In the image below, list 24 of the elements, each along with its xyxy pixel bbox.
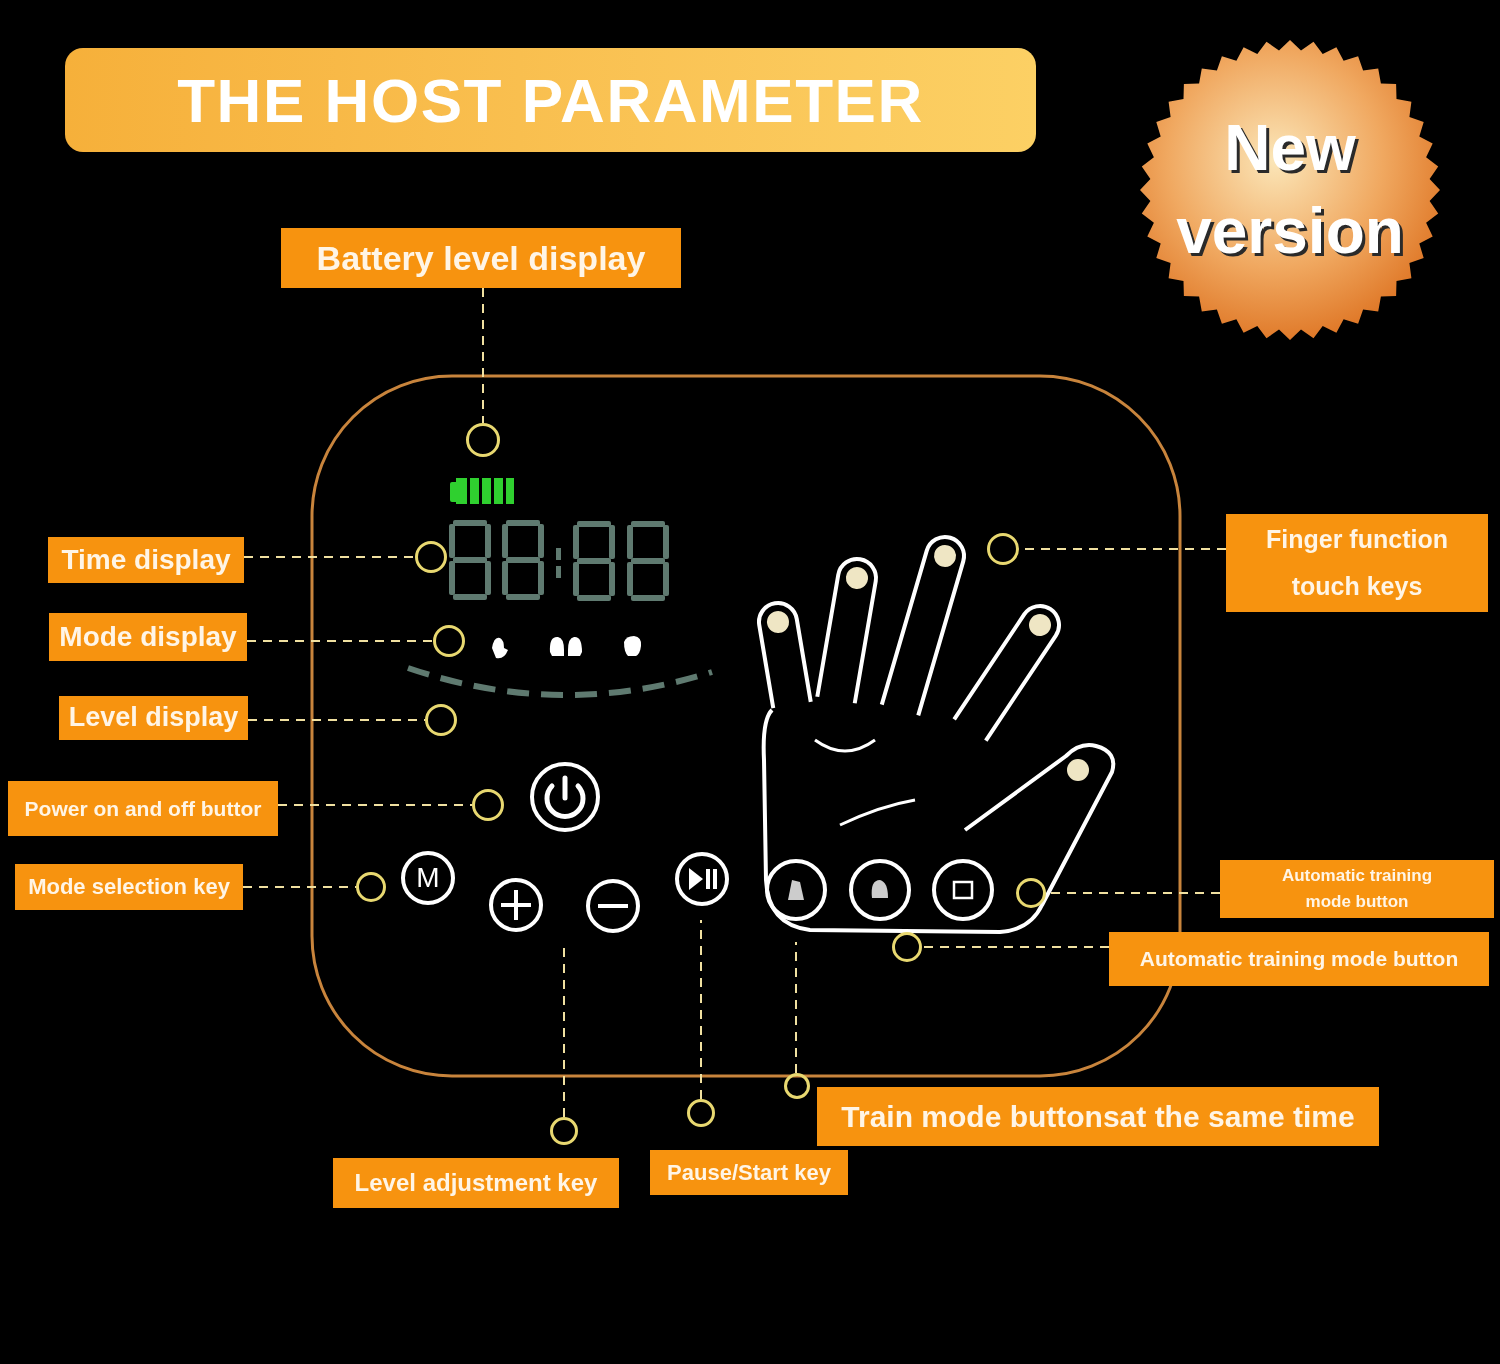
callout-label: Automatic training mode button bbox=[1220, 860, 1494, 918]
title-banner: THE HOST PARAMETER bbox=[65, 48, 1036, 152]
callout-label: Mode selection key bbox=[15, 864, 243, 910]
leader-line bbox=[700, 919, 702, 1100]
leader-line bbox=[247, 719, 426, 721]
callout-label: Level display bbox=[59, 696, 248, 740]
leader-line bbox=[921, 946, 1110, 948]
leader-line bbox=[246, 640, 434, 642]
leader-line bbox=[243, 556, 416, 558]
callout-label: Automatic training mode button bbox=[1109, 932, 1489, 986]
leader-line bbox=[242, 886, 357, 888]
leader-line bbox=[795, 941, 797, 1074]
badge-text: New version bbox=[1175, 110, 1405, 269]
leader-line bbox=[482, 287, 484, 424]
callout-label: Battery level display bbox=[281, 228, 681, 288]
callout-label: Time display bbox=[48, 537, 244, 583]
callout-label: Pause/Start key bbox=[650, 1150, 848, 1195]
mode-button: M bbox=[401, 851, 455, 905]
callout-label: Power on and off buttor bbox=[8, 781, 278, 836]
leader-line bbox=[277, 804, 473, 806]
callout-label: Train mode buttonsat the same time bbox=[817, 1087, 1379, 1146]
callout-label: Mode display bbox=[49, 613, 247, 661]
callout-label: Finger function touch keys bbox=[1226, 514, 1488, 612]
callout-label: Level adjustment key bbox=[333, 1158, 619, 1208]
